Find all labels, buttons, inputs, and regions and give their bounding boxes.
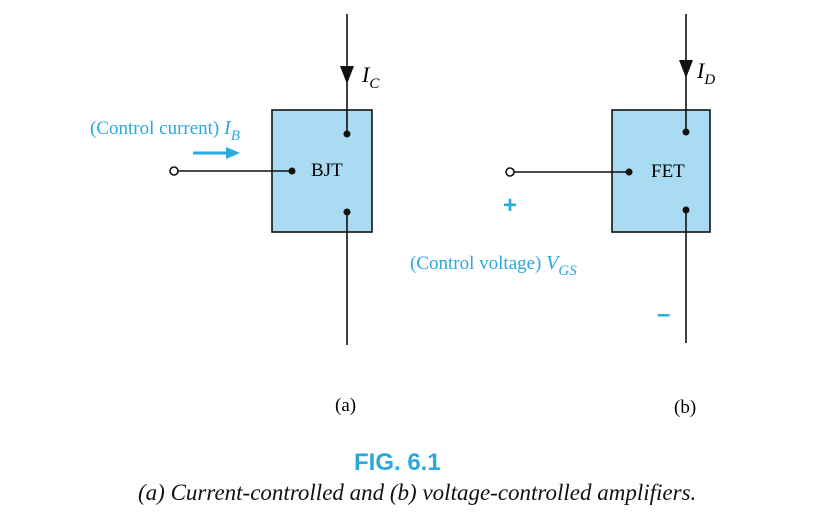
plus-sign: + xyxy=(503,192,518,219)
id-symbol: I xyxy=(697,58,705,83)
bjt-base-node xyxy=(288,167,296,175)
fet-input-terminal xyxy=(505,167,515,177)
control-voltage-label: (Control voltage) VGS xyxy=(410,252,577,279)
control-voltage-text: (Control voltage) xyxy=(410,253,542,274)
ic-subscript: C xyxy=(369,76,380,92)
vgs-subscript: GS xyxy=(558,263,577,279)
id-subscript: D xyxy=(704,72,716,88)
ic-symbol: I xyxy=(362,62,370,87)
fet-id-arrow xyxy=(679,60,693,78)
bjt-collector-node xyxy=(343,130,351,138)
fet-gate-node xyxy=(625,168,633,176)
vgs-symbol: V xyxy=(546,252,559,274)
bjt-ic-label: IC xyxy=(362,62,379,92)
panel-b-label: (b) xyxy=(674,397,697,418)
fet-id-label: ID xyxy=(697,58,715,88)
fet-block xyxy=(611,109,711,233)
bjt-ic-arrow xyxy=(340,66,354,84)
figure-caption: (a) Current-controlled and (b) voltage-c… xyxy=(138,480,697,505)
ib-subscript: B xyxy=(230,128,240,144)
ib-symbol: I xyxy=(224,117,231,139)
fet-block-label: FET xyxy=(651,161,685,182)
bjt-block-label: BJT xyxy=(311,160,343,181)
minus-sign: – xyxy=(657,301,671,328)
control-current-label: (Control current) IB xyxy=(90,117,240,144)
control-current-text: (Control current) xyxy=(90,118,220,139)
figure-number: FIG. 6.1 xyxy=(354,449,441,476)
control-current-arrow-icon xyxy=(226,147,240,159)
bjt-input-terminal xyxy=(169,166,179,176)
fet-drain-node xyxy=(682,128,690,136)
panel-a-label: (a) xyxy=(335,395,357,416)
